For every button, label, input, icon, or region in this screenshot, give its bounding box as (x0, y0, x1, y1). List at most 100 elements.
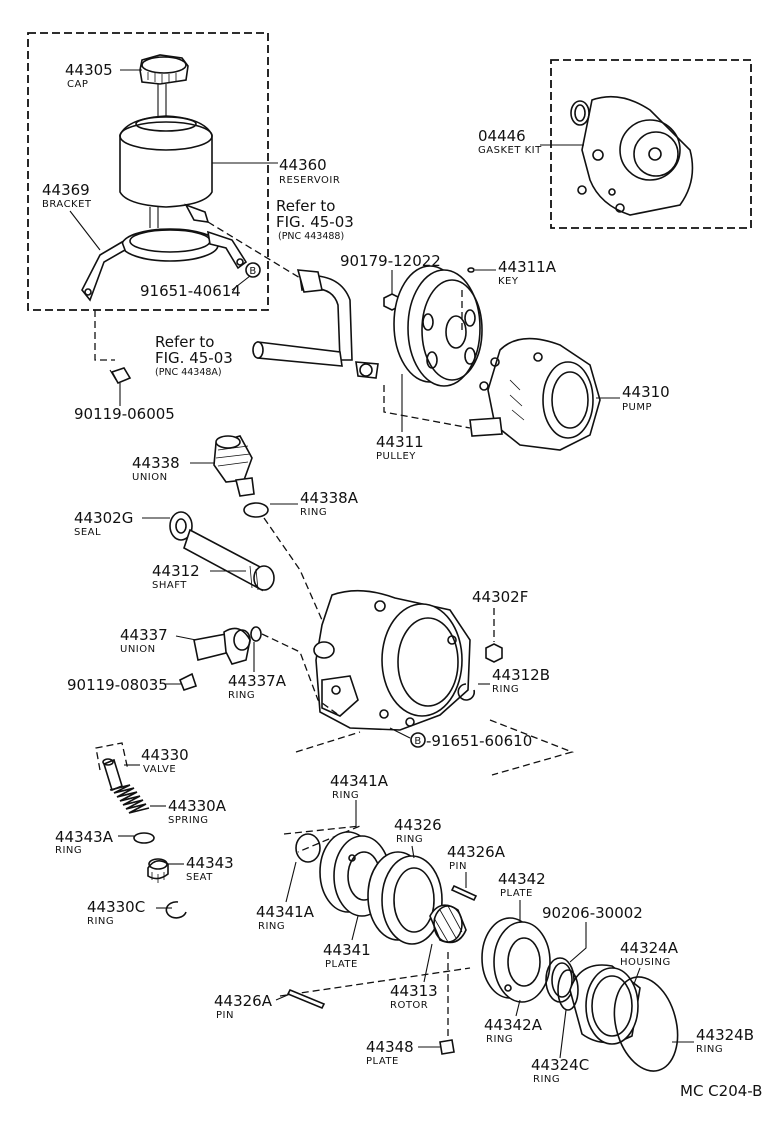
part-44348-number: 44348 (366, 1038, 414, 1056)
part-04446-number: 04446 (478, 127, 526, 145)
part-44326A-number: 44326A (214, 992, 273, 1010)
part-44310-number: 44310 (622, 383, 670, 401)
ref2-line3: (PNC 44348A) (155, 367, 222, 378)
part-44312B-name: RING (492, 684, 519, 695)
part-44342A-name: RING (486, 1034, 513, 1045)
part-44369-name: BRACKET (42, 199, 92, 210)
ring-44324C-drawing (557, 969, 579, 1011)
b-marker-reservoir: B (245, 262, 261, 278)
pump-drawing (469, 337, 601, 451)
pulley-drawing (393, 265, 483, 387)
part-44330A-name: SPRING (168, 815, 209, 826)
cap-drawing (139, 54, 189, 118)
plate-44342-drawing (481, 917, 551, 1003)
rotor-44313-drawing (429, 904, 467, 944)
part-44343A-number: 44343A (55, 828, 114, 846)
part-44326-number: 44326 (394, 816, 442, 834)
part-44302F-number: 44302F (472, 588, 528, 606)
ring-44330C-drawing (165, 901, 187, 919)
part-44330C-name: RING (87, 916, 114, 927)
part-44337A-number: 44337A (228, 672, 287, 690)
ring-44338A-drawing (243, 502, 269, 518)
part-91651-60610-number: -91651-60610 (426, 732, 532, 750)
part-44326A-top-number: 44326A (447, 843, 506, 861)
part-90206-30002-number: 90206-30002 (542, 904, 643, 922)
part-44310-name: PUMP (622, 402, 652, 413)
part-44341A-top-name: RING (332, 790, 359, 801)
part-44338A-name: RING (300, 507, 327, 518)
bolt-90119-06005-drawing (109, 367, 132, 385)
part-44338A-number: 44338A (300, 489, 359, 507)
part-44324C-name: RING (533, 1074, 560, 1085)
part-44313-name: ROTOR (390, 1000, 428, 1011)
gasket-kit-group-box (550, 59, 752, 229)
part-44341-name: PLATE (325, 959, 358, 970)
part-44305-name: CAP (67, 79, 88, 90)
plate-44348-drawing (439, 1039, 455, 1055)
part-44348-name: PLATE (366, 1056, 399, 1067)
b-marker-label-2: B (414, 736, 421, 747)
ref2-line1: Refer to (155, 333, 214, 351)
part-44341A-name: RING (258, 921, 285, 932)
pin-44326A-top-drawing (450, 884, 478, 902)
bracket-drawing (81, 228, 248, 302)
part-91651-40614-number: 91651-40614 (140, 282, 241, 300)
part-44313-number: 44313 (390, 982, 438, 1000)
ring-44324B-drawing (613, 976, 679, 1072)
ring-44343A-drawing (133, 832, 155, 844)
ref2-line2: FIG. 45-03 (155, 349, 233, 367)
part-04446-name: GASKET KIT (478, 145, 542, 156)
part-44324B-name: RING (696, 1044, 723, 1055)
ref1-line2: FIG. 45-03 (276, 213, 354, 231)
part-44343-name: SEAT (186, 872, 213, 883)
part-44305-number: 44305 (65, 61, 113, 79)
ring-44326-drawing (367, 851, 443, 945)
reservoir-group-box (27, 32, 269, 311)
part-44360-number: 44360 (279, 156, 327, 174)
part-44324C-number: 44324C (531, 1056, 589, 1074)
part-44338-name: UNION (132, 472, 168, 483)
housing-44324A-drawing (569, 964, 641, 1045)
part-44342-number: 44342 (498, 870, 546, 888)
part-90119-08035-number: 90119-08035 (67, 676, 168, 694)
part-44337-number: 44337 (120, 626, 168, 644)
part-44326A-top-name: PIN (449, 861, 467, 872)
ring-44341A-drawing (295, 833, 321, 863)
diagram-code: MC C204-B (680, 1082, 762, 1100)
part-44342A-number: 44342A (484, 1016, 543, 1034)
pin-44326A-drawing (286, 988, 326, 1010)
part-44302G-name: SEAL (74, 527, 101, 538)
part-44326A-name: PIN (216, 1010, 234, 1021)
part-44330-name: VALVE (143, 764, 176, 775)
part-44341A-number: 44341A (256, 903, 315, 921)
part-44311-name: PULLEY (376, 451, 416, 462)
part-44324B-number: 44324B (696, 1026, 754, 1044)
part-44337-name: UNION (120, 644, 156, 655)
ref1-line3: (PNC 443488) (278, 231, 344, 242)
seal-and-shaft-drawing (169, 511, 275, 592)
part-44369-number: 44369 (42, 181, 90, 199)
part-44341A-top-number: 44341A (330, 772, 389, 790)
reference-2: Refer to FIG. 45-03 (PNC 44348A) (155, 333, 233, 378)
plug-44302F-drawing (485, 643, 503, 663)
part-44330C-number: 44330C (87, 898, 145, 916)
part-44360-name: RESERVOIR (279, 175, 340, 186)
union-44337-drawing (193, 626, 262, 665)
part-44330A-number: 44330A (168, 797, 227, 815)
part-44338-number: 44338 (132, 454, 180, 472)
part-44324A-name: HOUSING (620, 957, 671, 968)
part-44312B-number: 44312B (492, 666, 550, 684)
part-44302G-number: 44302G (74, 509, 133, 527)
gasket-kit-drawing (570, 95, 694, 216)
return-hose-drawing (252, 269, 379, 379)
part-44341-number: 44341 (323, 941, 371, 959)
b-marker-body: B (410, 732, 426, 748)
part-44342-name: PLATE (500, 888, 533, 899)
reservoir-drawing (119, 115, 213, 228)
bolt-90119-08035-drawing (178, 672, 198, 691)
part-44343-number: 44343 (186, 854, 234, 872)
pump-body-drawing (313, 589, 471, 731)
part-44343A-name: RING (55, 845, 82, 856)
part-44311-number: 44311 (376, 433, 424, 451)
seat-44343-drawing (147, 858, 169, 883)
